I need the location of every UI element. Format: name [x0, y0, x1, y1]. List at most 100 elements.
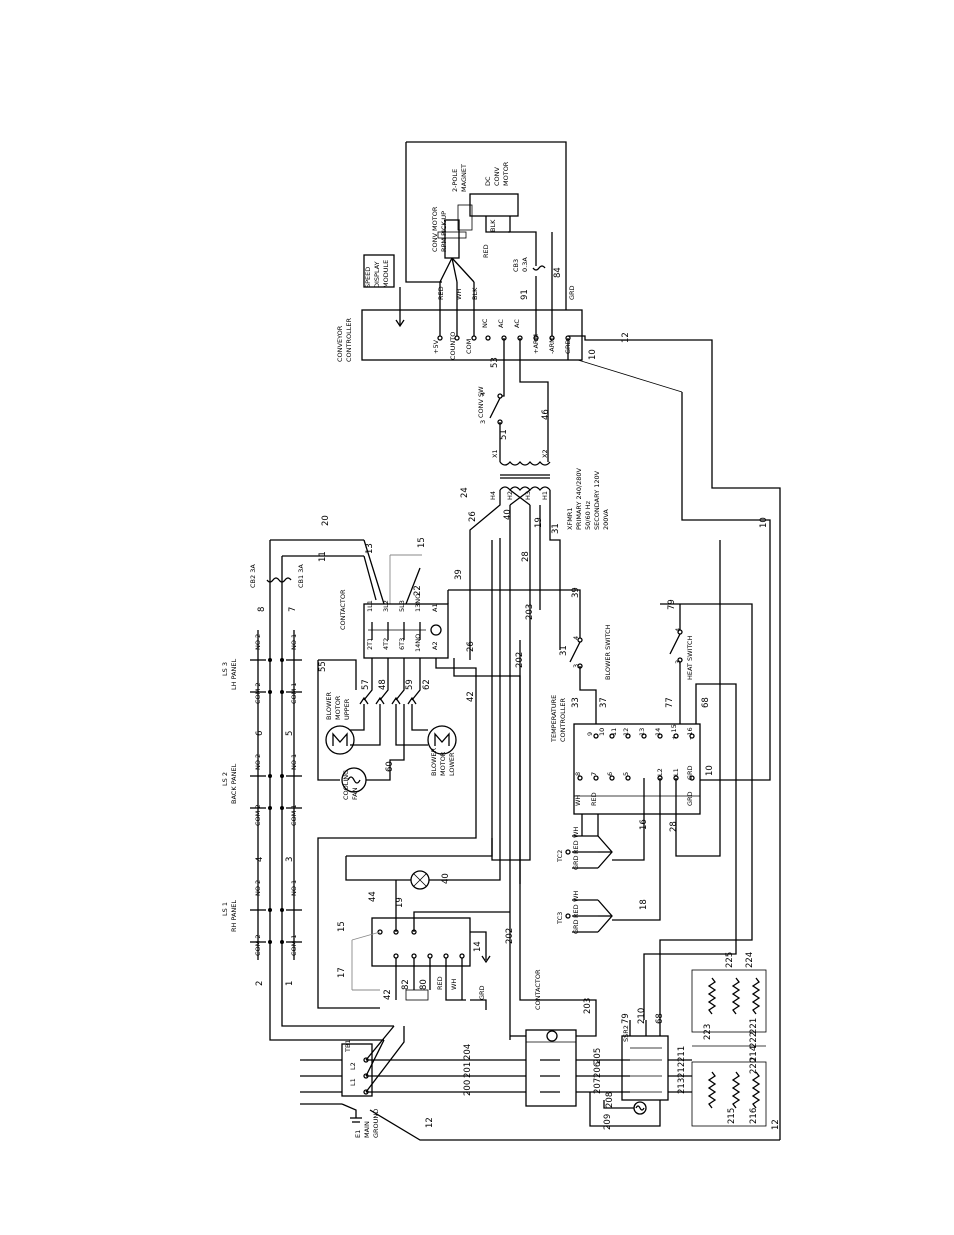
label-tp14: 14 [654, 728, 662, 736]
label-conv-sw: CONV SW [477, 386, 485, 418]
main-contactor-coil-c2 [546, 1030, 558, 1042]
label-tc2-grd: GRD [572, 855, 580, 870]
label-grd-r: GRD [478, 985, 486, 1000]
label-w224: 224 [745, 952, 755, 968]
label-w207: 207 [593, 1078, 603, 1094]
thermocouple-tc2 [565, 814, 613, 869]
label-mg-1: E1 [354, 1130, 362, 1138]
label-t-4t2: 4T2 [382, 638, 390, 650]
label-w79b: 79 [621, 1013, 631, 1024]
label-w80: 80 [419, 979, 429, 990]
blower-motors [317, 658, 521, 1009]
label-w5: 5 [285, 731, 295, 736]
label-w12a: 12 [621, 332, 631, 343]
label-w33: 33 [571, 697, 581, 708]
label-dc-motor-1: DC [484, 176, 492, 186]
label-w39a: 39 [454, 569, 464, 580]
label-dc-motor-2: CONV [493, 166, 501, 186]
label-bml-3: LOWER [448, 752, 456, 776]
label-w214: 214 [749, 1046, 759, 1062]
label-xfmr-1: XFMR1 [566, 508, 574, 530]
label-w42b: 42 [383, 989, 393, 1000]
rpm-pickup-flange [437, 231, 467, 239]
label-w209: 209 [603, 1114, 613, 1130]
label-tp7: 7 [590, 772, 598, 776]
label-w6: 6 [255, 731, 265, 736]
label-tb1: TB1 [344, 1039, 352, 1053]
label-w60: 60 [385, 761, 395, 772]
label-mg-3: GROUND [372, 1109, 380, 1138]
temperature-controller-box [573, 723, 701, 815]
label-w208: 208 [605, 1092, 615, 1108]
label-blower-switch: BLOWER SWITCH [604, 624, 612, 680]
main-contactor-box [525, 1029, 577, 1107]
label-conv-motor-pickup-1: CONV MOTOR [431, 206, 439, 252]
label-w4: 4 [255, 857, 265, 862]
label-tc2: TC2 [556, 850, 564, 863]
label-w13: 13 [365, 543, 375, 554]
label-conv-ctl-1: CONVEYOR [336, 325, 344, 362]
label-w57: 57 [361, 679, 371, 690]
tb1-box [341, 1043, 373, 1097]
label-xfmr-5: 200VA [602, 509, 610, 530]
label-ssr-1: SSR2 [622, 1025, 630, 1042]
label-w211: 211 [677, 1046, 687, 1062]
ls1-rh-panel [250, 908, 302, 944]
label-com1-ls1: COM 1 [290, 935, 298, 956]
label-bml-1: BLOWER [430, 748, 438, 776]
label-w26b: 26 [466, 641, 476, 652]
label-mg-2: MAIN [363, 1121, 371, 1138]
label-w203a: 203 [525, 604, 535, 620]
ls2-back-panel [250, 774, 302, 810]
label-t-1l1: 1L1 [366, 600, 374, 612]
label-cb2-1: CB2 3A [249, 564, 257, 588]
label-w84: 84 [553, 267, 563, 278]
label-hsw3: 3 [674, 660, 682, 664]
label-wh-tc: WH [574, 795, 582, 806]
label-h1: H1 [541, 491, 549, 500]
label-w223: 223 [703, 1024, 713, 1040]
label-w51: 51 [499, 429, 509, 440]
label-w205: 205 [593, 1048, 603, 1064]
label-com2-ls1: COM 2 [254, 935, 262, 956]
label-t-ac1: AC [497, 319, 505, 328]
label-tp16: - 16 [686, 727, 694, 740]
label-bsw4: 4 [572, 636, 580, 640]
label-bmu-1: BLOWER [325, 692, 333, 720]
label-t-com: COM [465, 339, 473, 354]
label-w68b: 68 [655, 1013, 665, 1024]
label-cb3-2: 0.3A [521, 257, 529, 272]
label-w28b: 28 [669, 821, 679, 832]
label-no2-ls2: NO 2 [254, 754, 262, 770]
label-w82: 82 [401, 979, 411, 990]
label-no2-ls1: NO 2 [254, 880, 262, 896]
label-ls2-1: LS 2 [221, 772, 229, 786]
label-t-5v: +5V [432, 339, 440, 354]
label-t-5l3: 5L3 [398, 600, 406, 612]
label-tp12: 12 [622, 728, 630, 736]
thermocouple-tc3 [565, 899, 613, 933]
blower-contactor [363, 589, 561, 659]
conveyor-controller-box [361, 309, 583, 361]
label-w24: 24 [460, 487, 470, 498]
label-cf-1: COOLING [342, 770, 350, 800]
label-xfmr-2: PRIMARY 240/280V [575, 467, 583, 530]
label-wh-r: WH [450, 979, 458, 990]
label-tbl2: L2 [349, 1062, 357, 1070]
label-blk-pu: BLK [471, 287, 479, 300]
label-t-a1: A1 [431, 603, 439, 612]
main-contactor [510, 640, 597, 1107]
label-w12b: 12 [425, 1117, 435, 1128]
label-w215: 215 [727, 1108, 737, 1124]
label-w210: 210 [637, 1008, 647, 1024]
label-grd-tc: GRD [686, 791, 694, 806]
label-wh-pu: WH [455, 289, 463, 300]
label-w42a: 42 [466, 691, 476, 702]
conveyor-controller [361, 309, 781, 1140]
label-tc2-red: RED [572, 840, 580, 854]
heat-switch [643, 603, 753, 1020]
label-w8: 8 [257, 607, 267, 612]
label-com1-ls3: COM 1 [290, 683, 298, 704]
label-bmu-3: UPPER [343, 698, 351, 720]
label-w206: 206 [593, 1062, 603, 1078]
